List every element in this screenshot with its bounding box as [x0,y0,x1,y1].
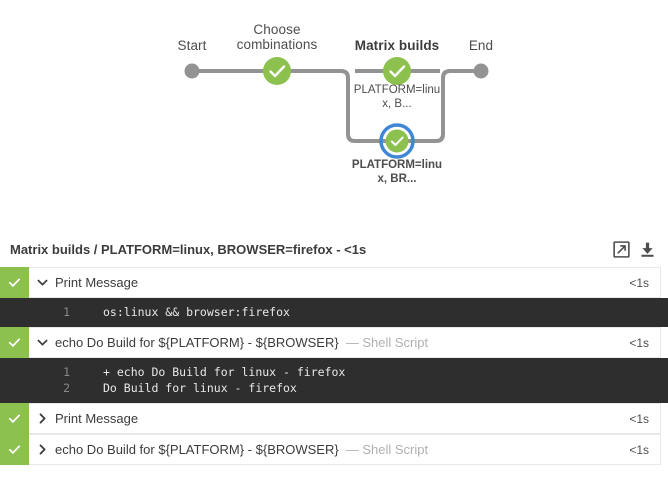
chevron-down-icon [37,279,47,286]
stage-title-matrix-builds: Matrix builds [354,38,440,53]
edge-branch-down-left [328,69,399,143]
step-row[interactable]: echo Do Build for ${PLATFORM} - ${BROWSE… [0,434,661,465]
step-label-text: Print Message [55,411,139,426]
step-expand-toggle[interactable] [29,434,55,465]
step-type-label: — Shell Script [345,442,429,457]
step-label-text: echo Do Build for ${PLATFORM} - ${BROWSE… [55,335,339,350]
open-external-icon [612,240,630,258]
step-expand-toggle[interactable] [29,403,55,434]
node-end-dot [473,63,489,79]
step-label: echo Do Build for ${PLATFORM} - ${BROWSE… [55,327,629,358]
console-line-text: + echo Do Build for linux - firefox [103,365,346,379]
download-button[interactable] [634,236,660,262]
download-icon [640,242,654,257]
step-type-label: — Shell Script [345,335,429,350]
stage-title-choose-combinations: Choose combinations [227,22,327,52]
pipeline-graph-svg [184,57,489,159]
step-expand-toggle[interactable] [29,267,55,298]
check-icon [8,414,21,423]
chevron-right-icon [39,413,46,424]
open-external-button[interactable] [608,236,634,262]
log-header: Matrix builds / PLATFORM=linux, BROWSER=… [0,232,668,266]
console-output[interactable]: 1 os:linux && browser:firefox [0,298,668,327]
edge-branch-up-right [395,69,462,143]
console-line: 2 Do Build for linux - firefox [0,380,668,396]
step-label-text: echo Do Build for ${PLATFORM} - ${BROWSE… [55,442,339,457]
step-label: Print Message [55,267,629,298]
step-row[interactable]: echo Do Build for ${PLATFORM} - ${BROWSE… [0,327,661,358]
node-matrix-builds-2-selected [379,123,415,159]
node-caption-2-line1: PLATFORM=linu [351,159,443,171]
step-status-success [0,403,29,434]
node-caption-matrix-builds-1: PLATFORM=linu x, B... [349,84,445,111]
chevron-right-icon [39,444,46,455]
step-expand-toggle[interactable] [29,327,55,358]
console-line: 1 + echo Do Build for linux - firefox [0,364,668,380]
node-caption-1-line2: x, B... [382,97,412,110]
stage-title-choose-line1: Choose [253,22,301,37]
check-icon [8,278,21,287]
node-caption-1-line1: PLATFORM=linu [353,84,441,96]
console-line-number: 1 [63,365,70,379]
node-caption-2-line2: x, BR... [377,172,417,185]
pipeline-graph: Start Choose combinations Matrix builds … [0,0,668,215]
log-header-title: Matrix builds / PLATFORM=linux, BROWSER=… [10,241,367,257]
step-label-text: Print Message [55,275,139,290]
stage-title-choose-line2: combinations [236,37,318,52]
node-matrix-builds-1 [383,57,411,85]
step-label: Print Message [55,403,629,434]
console-line: 1 os:linux && browser:firefox [0,304,668,320]
chevron-down-icon [37,339,47,346]
console-line-text: Do Build for linux - firefox [103,381,297,395]
step-row[interactable]: Print Message <1s [0,267,661,298]
node-start-dot [184,63,200,79]
stage-title-start: Start [177,38,207,53]
steps-list: Print Message <1s 1 os:linux && browser:fir… [0,267,668,465]
step-duration: <1s [629,411,649,426]
console-line-number: 2 [63,381,70,395]
check-icon [8,338,21,347]
step-status-success [0,434,29,465]
console-output[interactable]: 1 + echo Do Build for linux - firefox 2 Do … [0,358,668,403]
node-choose-combinations [263,57,291,85]
console-line-text: os:linux && browser:firefox [103,305,290,319]
step-duration: <1s [629,442,649,457]
step-label: echo Do Build for ${PLATFORM} - ${BROWSE… [55,434,629,465]
console-line-number: 1 [63,305,70,319]
step-row[interactable]: Print Message <1s [0,403,661,434]
step-duration: <1s [629,275,649,290]
node-caption-matrix-builds-2: PLATFORM=linu x, BR... [349,159,445,186]
step-duration: <1s [629,335,649,350]
check-icon [8,445,21,454]
step-status-success [0,267,29,298]
stage-title-end: End [468,38,494,53]
step-status-success [0,327,29,358]
